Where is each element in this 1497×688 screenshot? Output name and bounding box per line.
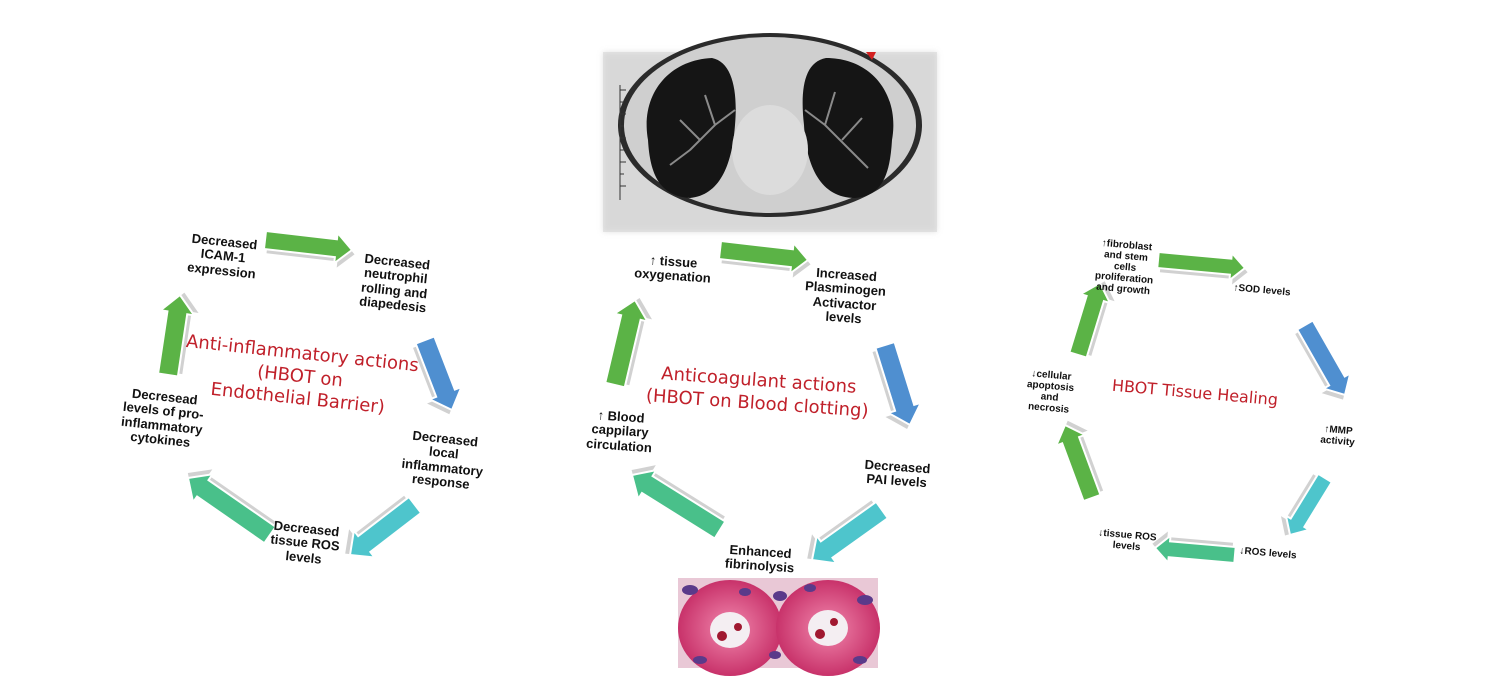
cycle-1-arrow-top bbox=[262, 229, 355, 268]
cycle-1-label-local-inflammatory: Decreased local inflammatory response bbox=[400, 427, 484, 492]
lung-ct-image bbox=[603, 33, 937, 232]
cycle-3-arrow-bottom-left bbox=[1054, 420, 1104, 503]
cycle-2-label-circulation: ↑ Blood cappilary circulation bbox=[585, 407, 653, 455]
cycle-3-arrow-bottom-right bbox=[1280, 472, 1334, 537]
cycle-3-arrow-right bbox=[1295, 319, 1352, 400]
cycle-2-label-plasminogen: Increased Plasminogen Activactor levels bbox=[804, 264, 887, 327]
cycle-2-arrow-bottom-right bbox=[807, 500, 890, 565]
cycle-3-arrow-top bbox=[1156, 250, 1248, 285]
histology-image bbox=[678, 578, 880, 676]
cycle-1-label-neutrophil: Decreased neutrophil rolling and diapede… bbox=[358, 250, 431, 316]
cycle-arrows bbox=[156, 229, 1352, 566]
cycle-2-arrow-left bbox=[604, 297, 653, 389]
cycle-3-label-fibroblast: ↑fibroblast and stem cells proliferation… bbox=[1094, 237, 1154, 298]
cycle-1-arrow-right bbox=[413, 335, 464, 415]
cycle-3-arrow-bottom bbox=[1152, 531, 1237, 566]
cycle-2-arrow-right bbox=[872, 340, 923, 430]
cycle-2-arrow-top bbox=[717, 239, 811, 278]
cycle-1-label-cytokines: Decresead levels of pro- inflammatory cy… bbox=[120, 385, 205, 450]
cycle-1-arrow-bottom-left bbox=[186, 469, 278, 545]
cycle-3-label-apoptosis: ↓cellular apoptosis and necrosis bbox=[1026, 368, 1075, 416]
cycle-1-arrow-bottom-right bbox=[345, 495, 423, 559]
cycle-1-arrow-left bbox=[156, 292, 199, 378]
cycle-2-arrow-bottom-left bbox=[630, 465, 727, 540]
cycle-3-arrow-left bbox=[1068, 281, 1115, 359]
